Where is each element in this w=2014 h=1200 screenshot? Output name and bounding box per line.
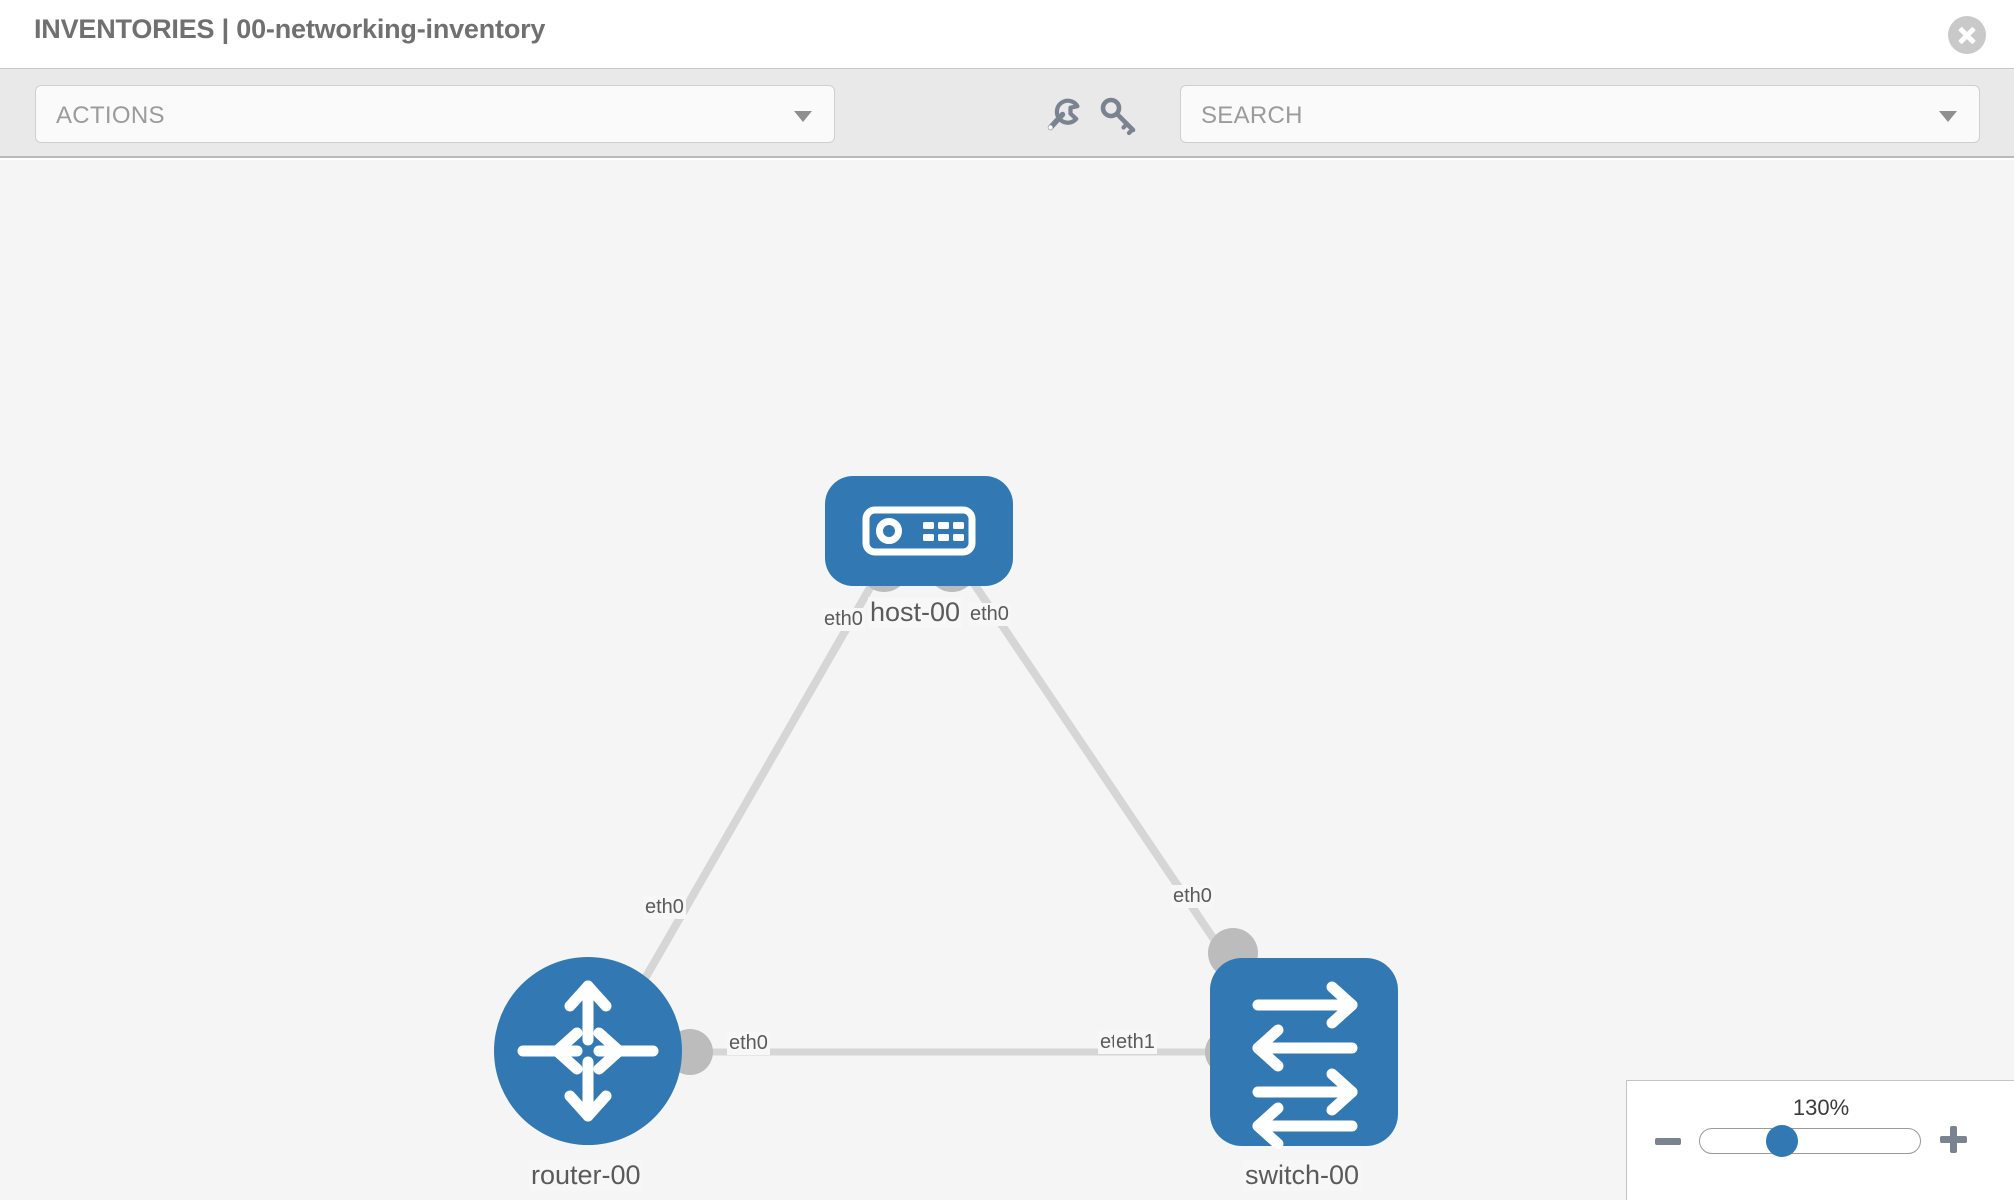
page-header: INVENTORIES | 00-networking-inventory — [0, 0, 2014, 68]
topology-canvas[interactable]: host-00 router-00 switch-00 eth0 eth0 et… — [0, 160, 2014, 1200]
chevron-down-icon — [794, 111, 812, 122]
zoom-control: 130% — [1626, 1080, 2014, 1200]
node-host-00[interactable] — [825, 476, 1013, 586]
plus-icon-stroke-horizontal — [1940, 1136, 1967, 1143]
chevron-down-icon[interactable] — [1939, 111, 1957, 122]
edge-label-router-eth0: eth0 — [727, 1032, 770, 1055]
router-arrows-icon — [517, 980, 659, 1122]
edge-label-host-right: eth0 — [968, 603, 1011, 626]
node-label-switch-00: switch-00 — [1243, 1160, 1362, 1191]
zoom-out-button[interactable] — [1655, 1138, 1681, 1145]
zoom-slider[interactable] — [1699, 1128, 1921, 1154]
page-title: INVENTORIES | 00-networking-inventory — [34, 14, 546, 44]
edge-label-switch-uplink: eth0 — [1171, 885, 1214, 908]
topology-connectors — [667, 542, 1258, 1075]
node-router-00[interactable] — [494, 957, 682, 1145]
edge-label-router-uplink: eth0 — [643, 896, 686, 919]
actions-dropdown[interactable]: ACTIONS — [35, 85, 835, 143]
link-host-router — [616, 558, 890, 1024]
node-label-router-00: router-00 — [529, 1160, 643, 1191]
zoom-in-button[interactable] — [1939, 1125, 1969, 1155]
edge-label-switch-eth1: eth1 — [1114, 1031, 1157, 1054]
topology-graph — [494, 476, 1398, 1150]
actions-dropdown-label: ACTIONS — [56, 102, 165, 129]
toolbar: ACTIONS SEARCH — [0, 68, 2014, 158]
node-label-host-00: host-00 — [868, 597, 963, 628]
wrench-icon[interactable] — [1040, 93, 1084, 137]
zoom-percent-label: 130% — [1792, 1095, 1850, 1120]
search-input[interactable]: SEARCH — [1180, 85, 1980, 143]
zoom-slider-thumb[interactable] — [1766, 1125, 1798, 1157]
node-switch-00[interactable] — [1210, 958, 1398, 1150]
edge-label-host-left: eth0 — [822, 608, 865, 631]
key-icon[interactable] — [1096, 93, 1140, 137]
search-input-placeholder: SEARCH — [1201, 102, 1303, 129]
topology-links — [616, 557, 1269, 1056]
close-icon[interactable] — [1948, 16, 1986, 54]
server-icon — [862, 506, 976, 556]
switch-arrows-icon — [1252, 981, 1358, 1150]
